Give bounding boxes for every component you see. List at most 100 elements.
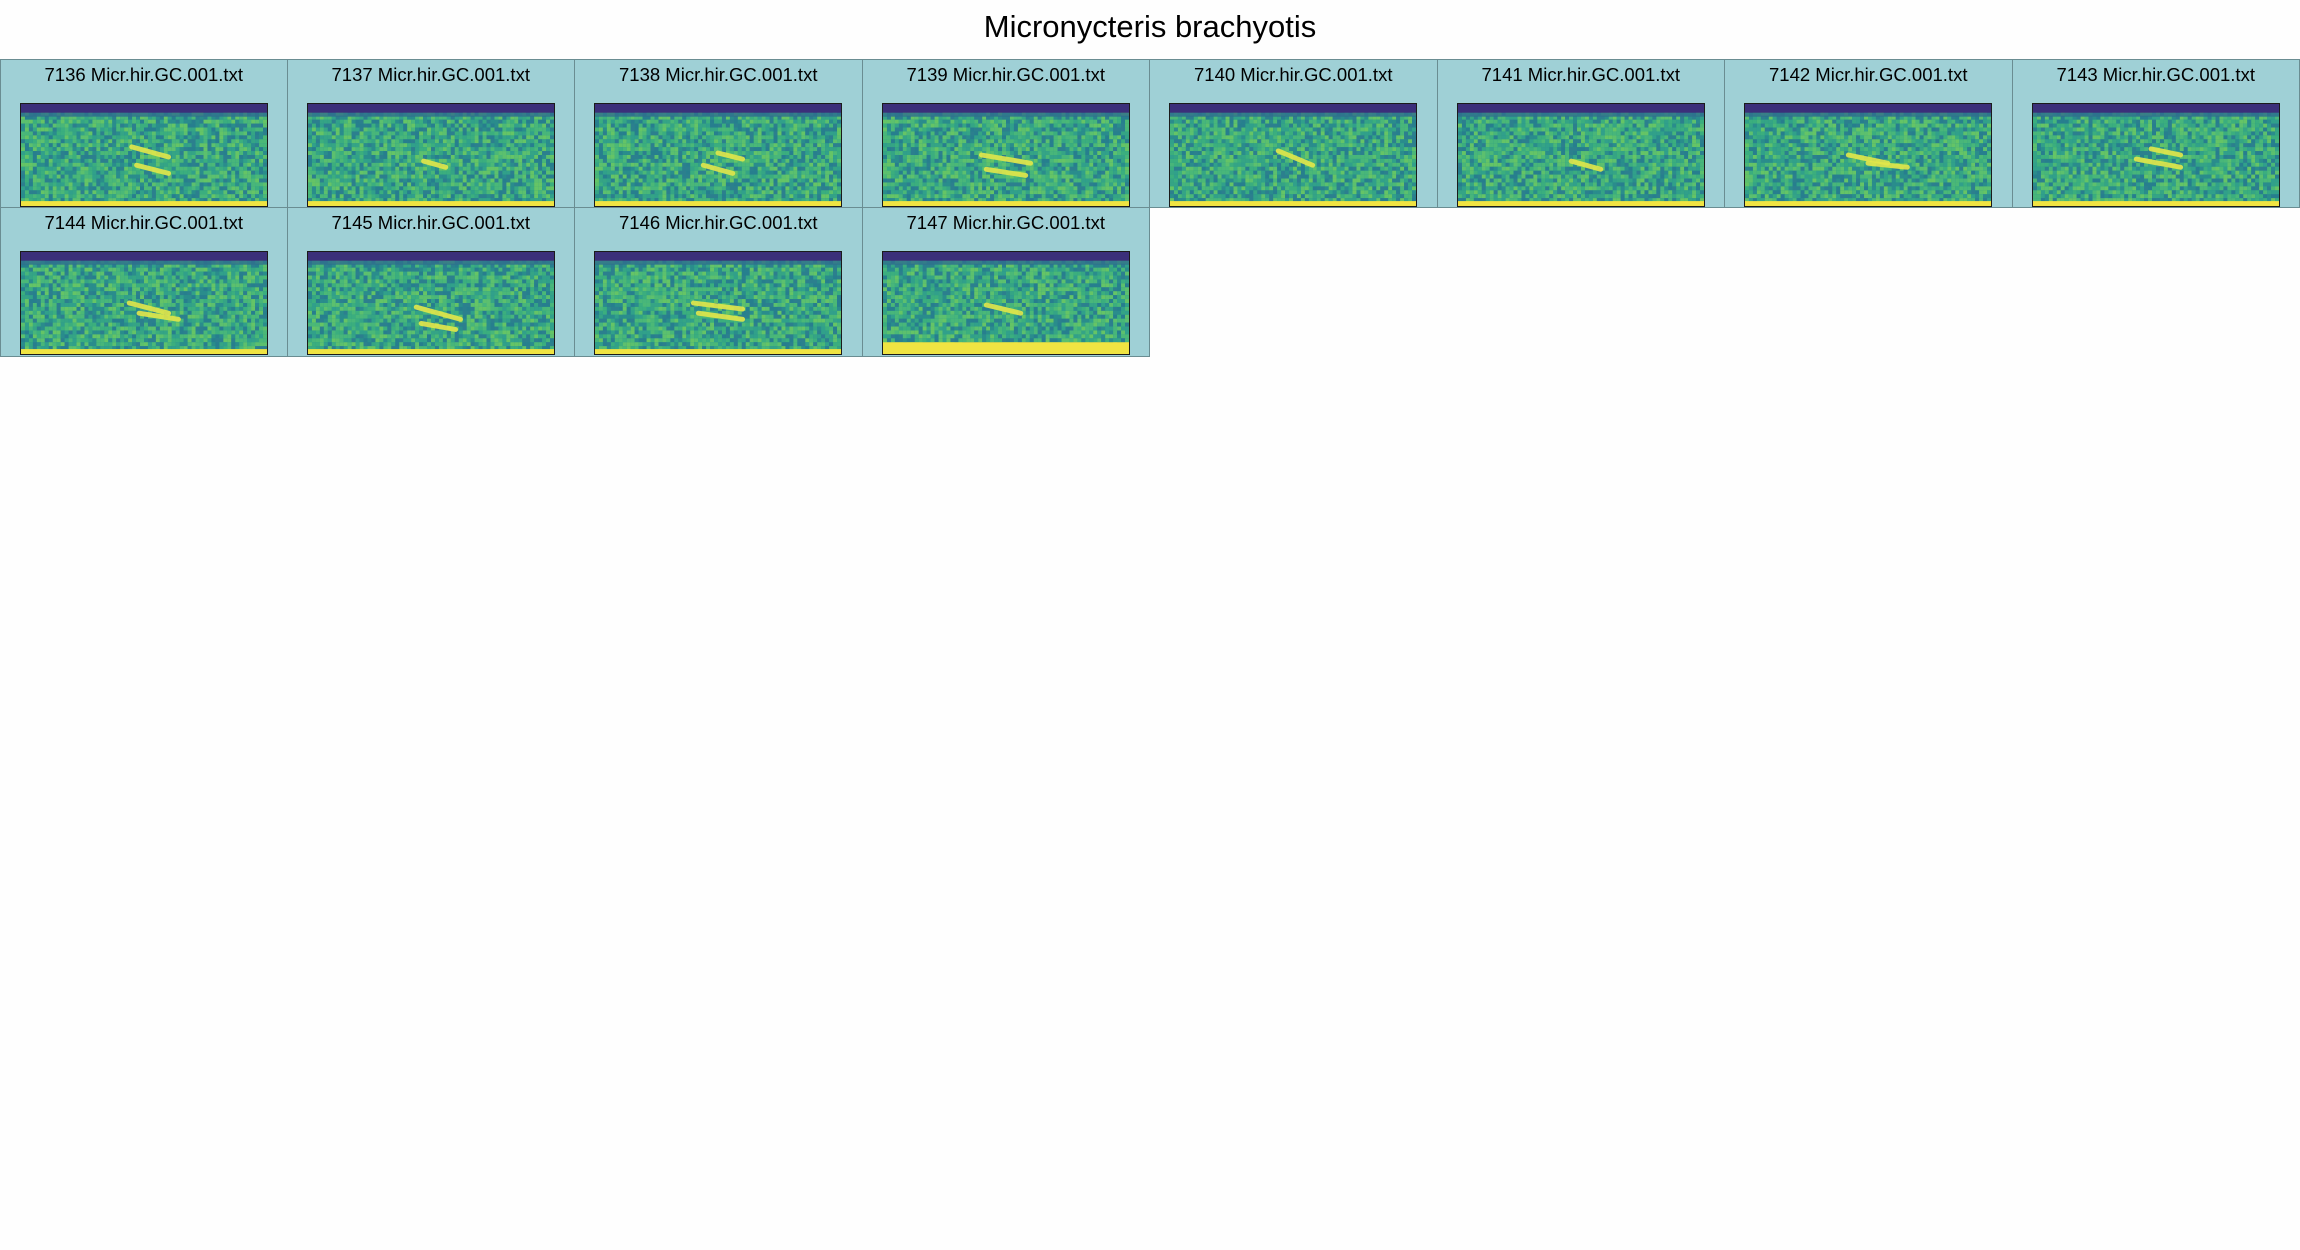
spectrogram-panel[interactable]: 7145 Micr.hir.GC.001.txt	[287, 208, 575, 357]
echolocation-call	[2148, 146, 2183, 158]
spectrogram-panel[interactable]: 7140 Micr.hir.GC.001.txt	[1150, 59, 1438, 208]
spectrogram-image	[306, 103, 555, 207]
panel-row: 7136 Micr.hir.GC.001.txt 7137 Micr.hir.GC…	[0, 59, 2300, 208]
echolocation-call	[134, 162, 172, 176]
spectrogram-image	[594, 251, 842, 355]
echolocation-call	[1275, 148, 1316, 168]
spectrogram-floor-band	[21, 349, 267, 354]
noise-texture	[595, 252, 841, 354]
spectrogram-panel[interactable]: 7141 Micr.hir.GC.001.txt	[1437, 59, 1725, 208]
spectrogram-floor-band	[882, 201, 1129, 206]
noise-texture	[1457, 104, 1704, 206]
spectrogram-svg	[1457, 104, 1704, 206]
echolocation-call	[413, 304, 463, 322]
noise-texture	[1745, 104, 1991, 206]
spectrogram-svg	[307, 252, 554, 354]
spectrogram-top-band	[307, 252, 554, 261]
spectrogram-svg	[595, 252, 841, 354]
spectrogram-top-band	[307, 104, 554, 113]
noise-texture	[21, 104, 267, 206]
spectrogram-panel[interactable]: 7144 Micr.hir.GC.001.txt	[0, 208, 288, 357]
spectrogram-svg	[1745, 104, 1991, 206]
spectrogram-top-band	[2032, 104, 2279, 113]
spectrogram-svg	[2032, 104, 2279, 206]
spectrogram-top-band	[595, 104, 841, 113]
spectrogram-panel[interactable]: 7138 Micr.hir.GC.001.txt	[575, 59, 863, 208]
echolocation-call	[418, 320, 458, 332]
echolocation-call	[983, 302, 1023, 316]
noise-texture	[21, 252, 267, 354]
echolocation-call	[700, 162, 736, 176]
spectrogram-floor-band	[21, 201, 267, 206]
echolocation-call	[1845, 152, 1891, 166]
panel-label: 7141 Micr.hir.GC.001.txt	[1481, 64, 1680, 85]
spectrogram-floor-band	[1745, 201, 1991, 206]
panel-label: 7143 Micr.hir.GC.001.txt	[2056, 64, 2255, 85]
spectrogram-image	[594, 103, 842, 207]
page-title: Micronycteris brachyotis	[983, 9, 1317, 44]
echolocation-call	[126, 300, 172, 316]
noise-texture	[882, 104, 1129, 206]
panel-label: 7147 Micr.hir.GC.001.txt	[906, 212, 1105, 233]
panel-label: 7139 Micr.hir.GC.001.txt	[906, 64, 1105, 85]
panel-label: 7136 Micr.hir.GC.001.txt	[44, 64, 243, 85]
spectrogram-image	[1744, 103, 1992, 207]
panel-label: 7137 Micr.hir.GC.001.txt	[331, 64, 530, 85]
echolocation-call	[1865, 160, 1910, 170]
spectrogram-image	[20, 251, 268, 355]
echolocation-call	[129, 144, 172, 160]
spectrogram-top-band	[1457, 104, 1704, 113]
echolocation-call	[690, 300, 746, 312]
spectrogram-svg	[1170, 104, 1416, 206]
spectrogram-svg	[307, 104, 554, 206]
spectrogram-panel[interactable]: 7139 Micr.hir.GC.001.txt	[862, 59, 1150, 208]
echolocation-call	[136, 310, 181, 322]
panel-label: 7146 Micr.hir.GC.001.txt	[619, 212, 818, 233]
panel-label: 7144 Micr.hir.GC.001.txt	[44, 212, 243, 233]
panel-label: 7140 Micr.hir.GC.001.txt	[1194, 64, 1393, 85]
spectrogram-panel[interactable]: 7137 Micr.hir.GC.001.txt	[287, 59, 575, 208]
panel-grid: 7136 Micr.hir.GC.001.txt 7137 Micr.hir.GC…	[0, 59, 2300, 357]
spectrogram-floor-band	[307, 201, 554, 206]
spectrogram-top-band	[1170, 104, 1416, 113]
spectrogram-floor-band	[595, 349, 841, 354]
spectrogram-image	[1456, 103, 1705, 207]
spectrogram-panel[interactable]: 7136 Micr.hir.GC.001.txt	[0, 59, 288, 208]
spectrogram-svg	[595, 104, 841, 206]
spectrogram-floor-band	[882, 342, 1129, 354]
spectrogram-panel[interactable]: 7146 Micr.hir.GC.001.txt	[575, 208, 863, 357]
spectrogram-panel[interactable]: 7147 Micr.hir.GC.001.txt	[862, 208, 1150, 357]
spectrogram-top-band	[21, 104, 267, 113]
echolocation-call	[978, 152, 1033, 166]
noise-texture	[307, 104, 554, 206]
panel-label: 7142 Micr.hir.GC.001.txt	[1769, 64, 1968, 85]
spectrogram-svg	[21, 104, 267, 206]
spectrogram-floor-band	[2032, 201, 2279, 206]
panel-label: 7138 Micr.hir.GC.001.txt	[619, 64, 818, 85]
noise-texture	[882, 252, 1129, 354]
spectrogram-top-band	[882, 104, 1129, 113]
panel-row: 7144 Micr.hir.GC.001.txt 7145 Micr.hir.GC…	[0, 208, 2300, 357]
spectrogram-panel[interactable]: 7143 Micr.hir.GC.001.txt	[2012, 59, 2300, 208]
spectrogram-image	[1169, 103, 1417, 207]
spectrogram-floor-band	[307, 349, 554, 354]
spectrogram-image	[306, 251, 555, 355]
spectrogram-image	[881, 251, 1130, 355]
spectrogram-svg	[21, 252, 267, 354]
echolocation-call	[2133, 156, 2183, 170]
echolocation-call	[695, 310, 746, 322]
echolocation-call	[1568, 158, 1603, 172]
spectrogram-floor-band	[595, 201, 841, 206]
spectrogram-top-band	[595, 252, 841, 261]
spectrogram-panel[interactable]: 7142 Micr.hir.GC.001.txt	[1725, 59, 2013, 208]
echolocation-call	[715, 150, 746, 162]
spectrogram-svg	[882, 104, 1129, 206]
spectrogram-floor-band	[1457, 201, 1704, 206]
spectrogram-top-band	[1745, 104, 1991, 113]
echolocation-call	[420, 158, 448, 170]
spectrogram-image	[881, 103, 1130, 207]
noise-texture	[307, 252, 554, 354]
panel-label: 7145 Micr.hir.GC.001.txt	[331, 212, 530, 233]
spectrogram-top-band	[882, 252, 1129, 261]
